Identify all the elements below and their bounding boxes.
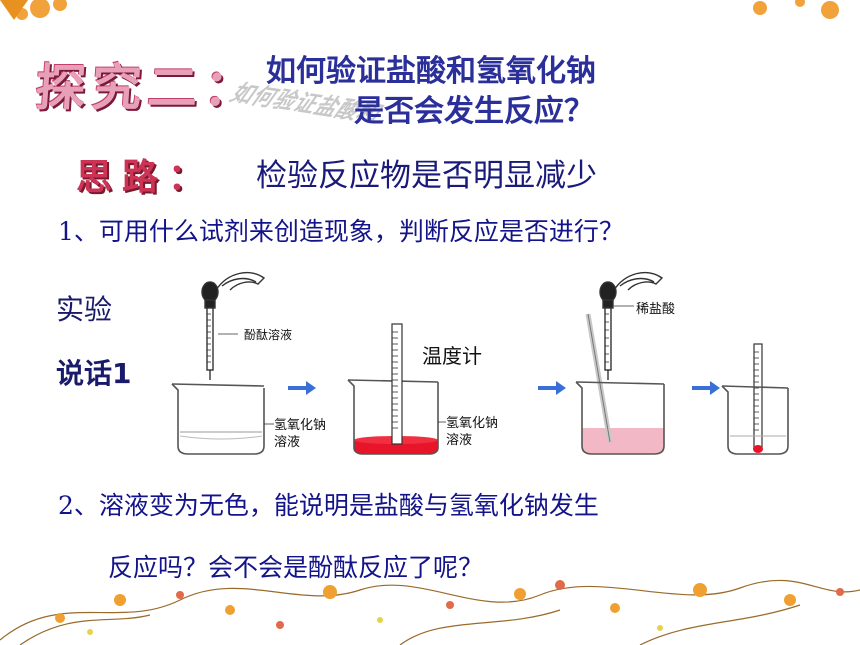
arrow-icon [692,381,720,395]
label-solution-2: 溶液 [446,433,473,448]
experiment-diagram-svg [171,271,789,455]
hand-dropper-2 [599,271,664,380]
dropper-scale-1 [207,313,211,363]
beaker-4 [721,385,789,455]
arrow-icon [538,381,566,395]
beaker-3 [575,313,665,455]
label-thermometer: 温度计 [422,344,482,368]
experiment-diagram: 酚酞溶液 氢氧化钠 溶液 温度计 氢氧化钠 溶液 稀盐酸 [158,262,790,472]
page-title: 探究二： [33,59,262,117]
question-1: 1、可用什么试剂来创造现象，判断反应是否进行？ [58,217,624,246]
beaker-1 [171,383,265,455]
experiment-label: 实验 [56,293,113,326]
label-solution-1: 溶液 [274,435,301,450]
hand-dropper-1 [201,271,266,380]
question-2-line1: 2、溶液变为无色，能说明是盐酸与氢氧化钠发生 [58,491,599,520]
label-hcl: 稀盐酸 [636,302,676,317]
arrow-icon [288,381,316,395]
label-naoh-1: 氢氧化钠 [274,418,327,433]
thermometer-2 [753,343,763,453]
label-naoh-2: 氢氧化钠 [446,416,499,431]
experiment-label-2: 说话1 [56,357,132,390]
title-question-line1: 如何验证盐酸和氢氧化钠 [266,54,596,89]
thermometer-1 [391,323,403,445]
approach-text: 检验反应物是否明显减少 [256,158,597,194]
title-question-line2: 是否会发生反应？ [354,94,594,129]
flower-border-top [0,0,839,20]
approach-label: 思路： [76,157,215,198]
label-phenolphthalein: 酚酞溶液 [244,328,293,342]
question-2-line2: 反应吗？会不会是酚酞反应了呢？ [108,553,484,582]
flower-border-bottom [0,579,860,645]
